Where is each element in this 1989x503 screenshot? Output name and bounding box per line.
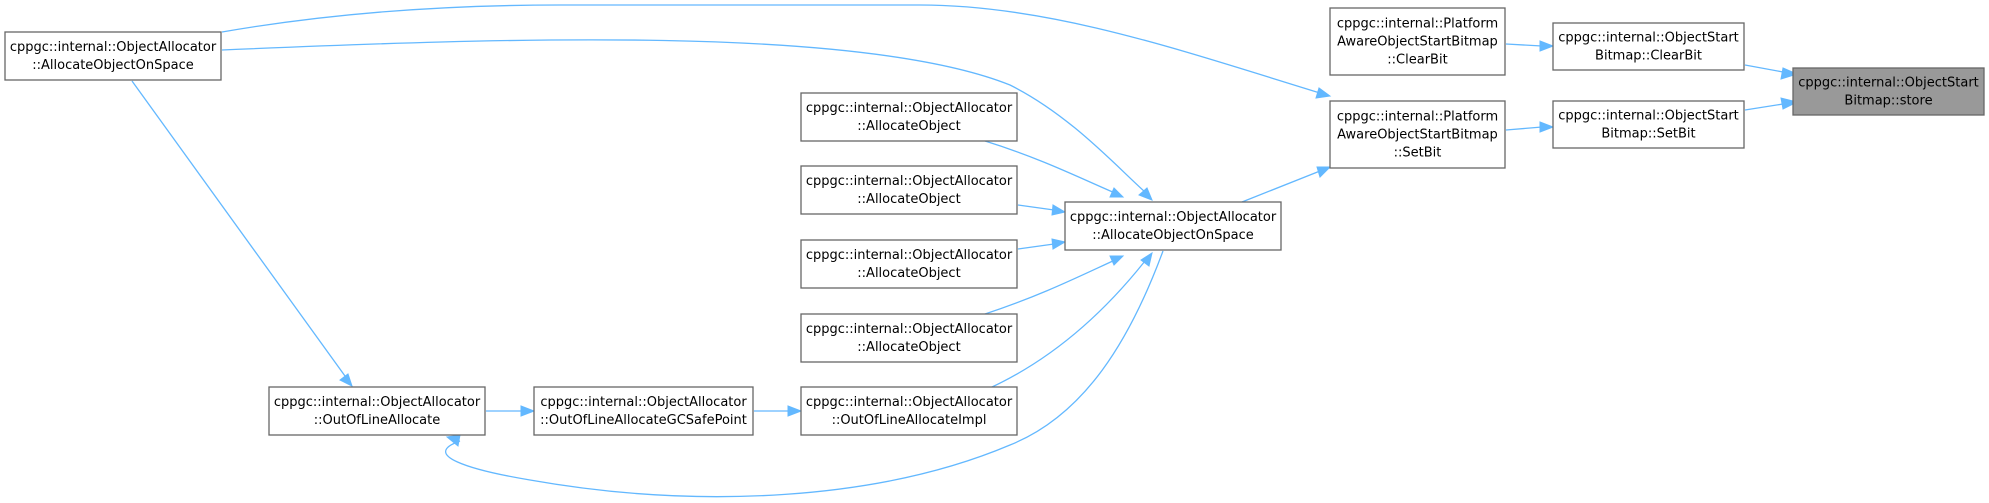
arrowhead-icon xyxy=(787,405,803,417)
arrowhead-icon xyxy=(1539,40,1555,52)
node-store[interactable]: cppgc::internal::ObjectStartBitmap::stor… xyxy=(1792,67,1985,116)
edge-pa_setbit-to-osb_setbit xyxy=(1505,126,1543,131)
node-box xyxy=(800,165,1018,215)
arrowhead-icon xyxy=(1315,87,1332,99)
node-oola[interactable]: cppgc::internal::ObjectAllocator::OutOfL… xyxy=(268,386,486,436)
node-label-line: cppgc::internal::ObjectAllocator xyxy=(540,395,747,410)
node-label-line: cppgc::internal::ObjectAllocator xyxy=(10,40,217,55)
node-label-line: ::AllocateObjectOnSpace xyxy=(1092,228,1253,243)
node-label-line: cppgc::internal::ObjectStart xyxy=(1558,31,1739,46)
node-box xyxy=(4,31,222,81)
arrowhead-icon xyxy=(1780,67,1799,80)
node-label-line: cppgc::internal::Platform xyxy=(1337,110,1498,125)
edge-osb_setbit-to-store xyxy=(1744,103,1784,111)
node-box xyxy=(1329,7,1506,76)
node-pa-setbit[interactable]: cppgc::internal::PlatformAwareObjectStar… xyxy=(1329,100,1506,169)
node-label-line: AwareObjectStartBitmap xyxy=(1337,35,1498,50)
node-label-line: ::ClearBit xyxy=(1387,53,1447,68)
node-label-line: ::OutOfLineAllocate xyxy=(314,413,441,428)
edge-ao4-to-aos_main xyxy=(984,259,1116,315)
node-label-line: AwareObjectStartBitmap xyxy=(1337,128,1498,143)
edge-aos_main-to-oola xyxy=(445,250,1164,498)
node-label-line: cppgc::internal::ObjectStart xyxy=(1798,76,1979,91)
arrowhead-icon xyxy=(1051,238,1067,250)
node-label-line: Bitmap::SetBit xyxy=(1601,127,1695,142)
node-box xyxy=(1792,67,1985,116)
node-label-line: ::AllocateObject xyxy=(857,266,960,281)
edge-aos_left-to-aos_main xyxy=(221,39,1146,193)
node-label-line: ::AllocateObject xyxy=(857,192,960,207)
arrowhead-icon xyxy=(1140,251,1153,267)
edge-oola_impl-to-aos_main xyxy=(991,260,1146,388)
node-box xyxy=(1552,100,1745,149)
node-box xyxy=(268,386,486,436)
edge-aos_left-to-pa_setbit xyxy=(221,4,1321,94)
node-label-line: ::OutOfLineAllocateGCSafePoint xyxy=(540,413,747,428)
arrowhead-icon xyxy=(1109,187,1125,198)
node-box xyxy=(800,386,1018,436)
node-box xyxy=(800,239,1018,289)
node-label-line: ::SetBit xyxy=(1394,146,1442,161)
arrowhead-icon xyxy=(1316,166,1332,178)
node-label-line: cppgc::internal::ObjectAllocator xyxy=(1070,210,1277,225)
node-aos-left[interactable]: cppgc::internal::ObjectAllocator::Alloca… xyxy=(4,31,222,81)
node-label-line: ::AllocateObjectOnSpace xyxy=(32,58,193,73)
node-box xyxy=(1064,201,1282,251)
edge-aos_left-to-oola xyxy=(131,80,346,377)
node-aos-main[interactable]: cppgc::internal::ObjectAllocator::Alloca… xyxy=(1064,201,1282,251)
edge-ao3-to-aos_main xyxy=(1017,243,1055,250)
nodes-layer: cppgc::internal::ObjectStartBitmap::stor… xyxy=(4,7,1985,436)
node-label-line: ::OutOfLineAllocateImpl xyxy=(832,413,987,428)
edge-ao2-to-aos_main xyxy=(1017,204,1055,211)
node-osb-setbit[interactable]: cppgc::internal::ObjectStartBitmap::SetB… xyxy=(1552,100,1745,149)
edge-pa_clearbit-to-osb_clearbit xyxy=(1505,43,1543,47)
node-label-line: cppgc::internal::ObjectStart xyxy=(1558,109,1739,124)
node-box xyxy=(1329,100,1506,169)
node-oola-impl[interactable]: cppgc::internal::ObjectAllocator::OutOfL… xyxy=(800,386,1018,436)
node-ao1[interactable]: cppgc::internal::ObjectAllocator::Alloca… xyxy=(800,92,1018,142)
arrowhead-icon xyxy=(339,373,353,387)
node-label-line: ::AllocateObject xyxy=(857,119,960,134)
node-box xyxy=(533,386,754,436)
arrowhead-icon xyxy=(1780,97,1799,110)
node-box xyxy=(800,313,1018,363)
node-box xyxy=(800,92,1018,142)
node-oola-gc[interactable]: cppgc::internal::ObjectAllocator::OutOfL… xyxy=(533,386,754,436)
node-label-line: cppgc::internal::ObjectAllocator xyxy=(274,395,481,410)
node-label-line: cppgc::internal::ObjectAllocator xyxy=(806,322,1013,337)
node-label-line: Bitmap::ClearBit xyxy=(1595,49,1702,64)
edge-osb_clearbit-to-store xyxy=(1744,64,1784,73)
node-box xyxy=(1552,22,1745,71)
edges-layer xyxy=(131,4,1799,498)
edge-aos_main-to-pa_setbit xyxy=(1241,170,1321,203)
arrowhead-icon xyxy=(445,434,461,447)
node-label-line: cppgc::internal::ObjectAllocator xyxy=(806,248,1013,263)
node-label-line: cppgc::internal::ObjectAllocator xyxy=(806,174,1013,189)
node-label-line: cppgc::internal::ObjectAllocator xyxy=(806,395,1013,410)
arrowhead-icon xyxy=(1109,255,1125,266)
arrowhead-icon xyxy=(1539,121,1555,133)
node-label-line: ::AllocateObject xyxy=(857,340,960,355)
node-ao3[interactable]: cppgc::internal::ObjectAllocator::Alloca… xyxy=(800,239,1018,289)
arrowhead-icon xyxy=(1051,204,1067,216)
arrowhead-icon xyxy=(1138,187,1153,201)
edge-ao1-to-aos_main xyxy=(984,140,1116,194)
node-osb-clearbit[interactable]: cppgc::internal::ObjectStartBitmap::Clea… xyxy=(1552,22,1745,71)
node-label-line: Bitmap::store xyxy=(1844,94,1932,109)
node-pa-clearbit[interactable]: cppgc::internal::PlatformAwareObjectStar… xyxy=(1329,7,1506,76)
node-label-line: cppgc::internal::Platform xyxy=(1337,17,1498,32)
node-ao4[interactable]: cppgc::internal::ObjectAllocator::Alloca… xyxy=(800,313,1018,363)
node-label-line: cppgc::internal::ObjectAllocator xyxy=(806,101,1013,116)
arrowhead-icon xyxy=(520,405,536,417)
node-ao2[interactable]: cppgc::internal::ObjectAllocator::Alloca… xyxy=(800,165,1018,215)
